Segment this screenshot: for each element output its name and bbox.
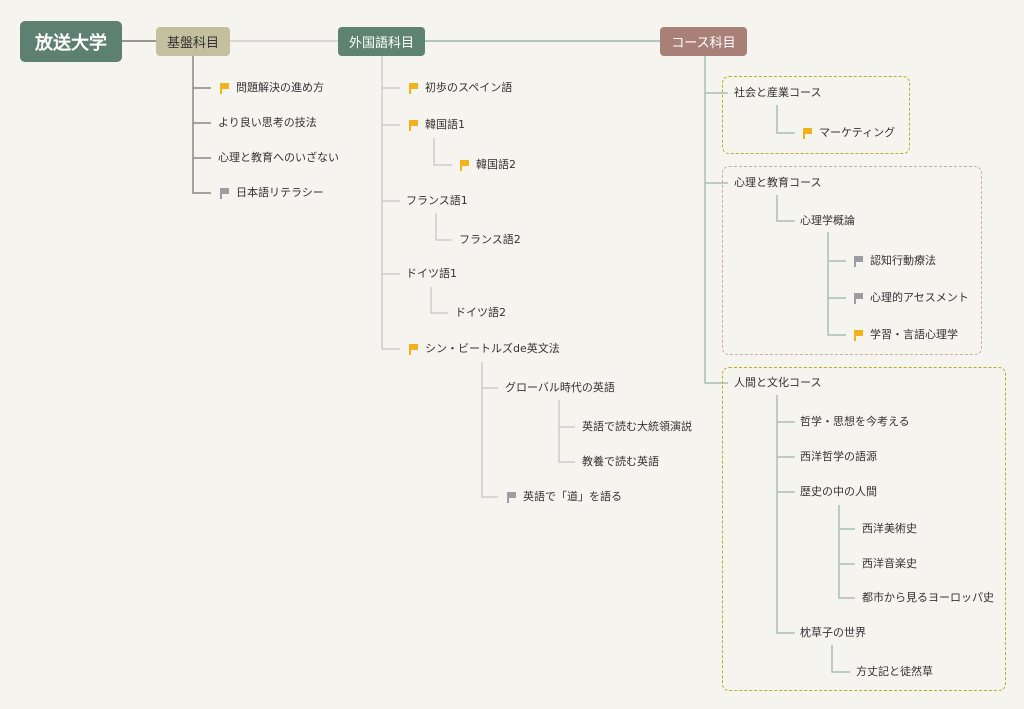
topic-node[interactable]: 方丈記と徒然草 bbox=[856, 664, 933, 680]
topic-label: 都市から見るヨーロッパ史 bbox=[862, 591, 994, 604]
orange-flag-icon bbox=[460, 159, 469, 171]
group-frame-humanities bbox=[722, 367, 1006, 691]
topic-label: 英語で読む大統領演説 bbox=[582, 420, 692, 433]
topic-label: フランス語2 bbox=[459, 233, 521, 246]
topic-label: 心理学概論 bbox=[800, 214, 855, 227]
topic-node[interactable]: 心理学概論 bbox=[800, 213, 855, 229]
topic-label: 心理と教育コース bbox=[734, 176, 822, 189]
gray-flag-icon bbox=[854, 255, 863, 267]
topic-node[interactable]: 心理と教育コース bbox=[734, 175, 821, 191]
topic-node[interactable]: 西洋哲学の語源 bbox=[800, 449, 877, 465]
topic-node[interactable]: 歴史の中の人間 bbox=[800, 484, 877, 500]
topic-label: 韓国語1 bbox=[425, 118, 465, 131]
branch-basic[interactable]: 基盤科目 bbox=[156, 27, 230, 56]
topic-label: 社会と産業コース bbox=[734, 86, 822, 99]
topic-label: より良い思考の技法 bbox=[218, 116, 317, 129]
orange-flag-icon bbox=[803, 127, 812, 139]
topic-label: 人間と文化コース bbox=[734, 376, 822, 389]
topic-node[interactable]: 社会と産業コース bbox=[734, 85, 821, 101]
topic-label: 韓国語2 bbox=[476, 158, 516, 171]
topic-node[interactable]: グローバル時代の英語 bbox=[505, 380, 615, 396]
topic-label: グローバル時代の英語 bbox=[505, 381, 615, 394]
topic-label: 西洋美術史 bbox=[862, 522, 917, 535]
topic-label: 歴史の中の人間 bbox=[800, 485, 877, 498]
topic-node[interactable]: フランス語2 bbox=[459, 232, 521, 248]
topic-node[interactable]: 枕草子の世界 bbox=[800, 625, 866, 641]
orange-flag-icon bbox=[220, 82, 229, 94]
topic-label: 西洋哲学の語源 bbox=[800, 450, 877, 463]
topic-node[interactable]: フランス語1 bbox=[406, 193, 468, 209]
topic-label: ドイツ語1 bbox=[406, 267, 457, 280]
topic-label: フランス語1 bbox=[406, 194, 468, 207]
topic-node[interactable]: 英語で「道」を語る bbox=[507, 489, 622, 505]
topic-label: 認知行動療法 bbox=[870, 254, 936, 267]
gray-flag-icon bbox=[507, 491, 516, 503]
gray-flag-icon bbox=[220, 187, 229, 199]
topic-node[interactable]: ドイツ語1 bbox=[406, 266, 457, 282]
topic-label: 日本語リテラシー bbox=[236, 186, 324, 199]
topic-node[interactable]: 哲学・思想を今考える bbox=[800, 414, 910, 430]
topic-node[interactable]: 人間と文化コース bbox=[734, 375, 821, 391]
gray-flag-icon bbox=[854, 292, 863, 304]
orange-flag-icon bbox=[409, 82, 418, 94]
topic-label: 方丈記と徒然草 bbox=[856, 665, 933, 678]
orange-flag-icon bbox=[854, 329, 863, 341]
topic-node[interactable]: シン・ビートルズde英文法 bbox=[409, 341, 560, 357]
topic-node[interactable]: 心理と教育へのいざない bbox=[218, 150, 339, 166]
topic-node[interactable]: 英語で読む大統領演説 bbox=[582, 419, 692, 435]
topic-label: 初歩のスペイン語 bbox=[425, 81, 513, 94]
topic-node[interactable]: 日本語リテラシー bbox=[220, 185, 324, 201]
topic-label: 心理的アセスメント bbox=[870, 291, 969, 304]
topic-node[interactable]: 心理的アセスメント bbox=[854, 290, 969, 306]
topic-node[interactable]: 教養で読む英語 bbox=[582, 454, 659, 470]
topic-label: シン・ビートルズde英文法 bbox=[425, 342, 560, 355]
topic-node[interactable]: 問題解決の進め方 bbox=[220, 80, 324, 96]
group-frame-psychology bbox=[722, 166, 982, 355]
branch-course[interactable]: コース科目 bbox=[660, 27, 747, 56]
topic-label: 教養で読む英語 bbox=[582, 455, 659, 468]
topic-node[interactable]: 初歩のスペイン語 bbox=[409, 80, 512, 96]
topic-node[interactable]: ドイツ語2 bbox=[455, 305, 506, 321]
topic-label: ドイツ語2 bbox=[455, 306, 506, 319]
topic-node[interactable]: 認知行動療法 bbox=[854, 253, 936, 269]
topic-label: マーケティング bbox=[819, 126, 896, 139]
branch-foreign[interactable]: 外国語科目 bbox=[338, 27, 425, 56]
topic-label: 哲学・思想を今考える bbox=[800, 415, 910, 428]
topic-node[interactable]: より良い思考の技法 bbox=[218, 115, 317, 131]
topic-node[interactable]: 学習・言語心理学 bbox=[854, 327, 958, 343]
orange-flag-icon bbox=[409, 119, 418, 131]
topic-node[interactable]: 韓国語2 bbox=[460, 157, 516, 173]
topic-label: 英語で「道」を語る bbox=[523, 490, 622, 503]
topic-node[interactable]: 西洋美術史 bbox=[862, 521, 917, 537]
orange-flag-icon bbox=[409, 343, 418, 355]
group-frame-social bbox=[722, 76, 910, 154]
topic-label: 西洋音楽史 bbox=[862, 557, 917, 570]
topic-node[interactable]: 都市から見るヨーロッパ史 bbox=[862, 590, 994, 606]
root-node[interactable]: 放送大学 bbox=[20, 21, 122, 62]
topic-node[interactable]: マーケティング bbox=[803, 125, 895, 141]
topic-label: 枕草子の世界 bbox=[800, 626, 866, 639]
topic-node[interactable]: 韓国語1 bbox=[409, 117, 465, 133]
topic-label: 学習・言語心理学 bbox=[870, 328, 958, 341]
topic-label: 問題解決の進め方 bbox=[236, 81, 324, 94]
topic-node[interactable]: 西洋音楽史 bbox=[862, 556, 917, 572]
topic-label: 心理と教育へのいざない bbox=[218, 151, 339, 164]
